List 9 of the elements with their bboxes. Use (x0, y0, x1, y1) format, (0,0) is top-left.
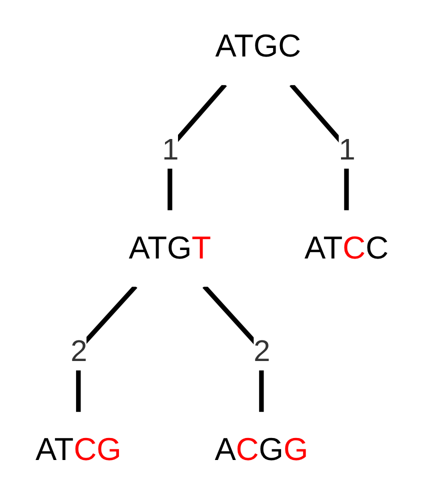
edge-label: 2 (254, 334, 270, 368)
node-text: ATGT (128, 230, 212, 266)
node-text: ACGG (214, 432, 308, 468)
node-text: ATCC (304, 230, 389, 266)
edge-label: 2 (70, 334, 88, 368)
edge-label: 1 (162, 132, 179, 166)
node-text: ATCG (35, 432, 122, 468)
node-text: ATGC (215, 28, 302, 64)
edge-label: 1 (338, 132, 356, 166)
